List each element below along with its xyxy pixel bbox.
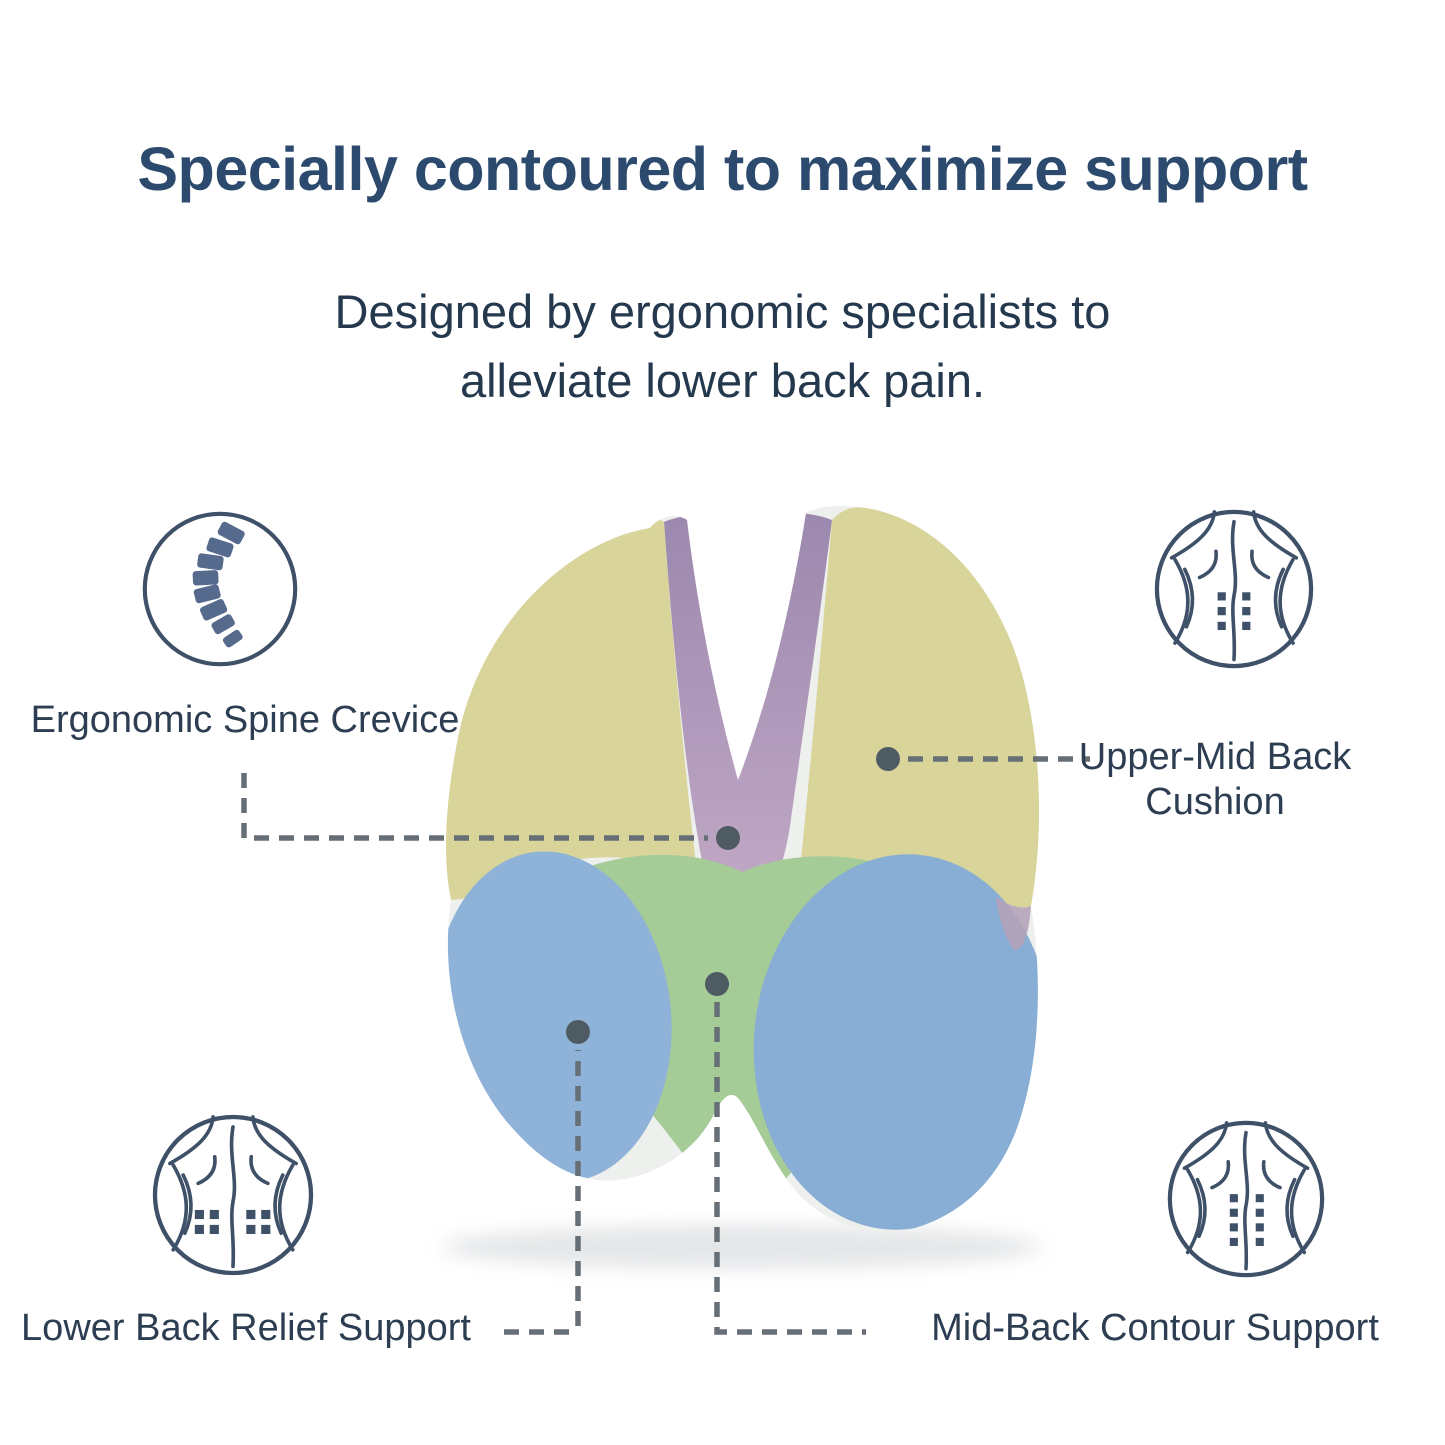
callout-label-upper-mid-back: Upper-Mid Back Cushion [1035, 735, 1395, 825]
marker-dot-upper-mid-back [876, 747, 900, 771]
leader-mid-back [714, 1002, 866, 1335]
subtitle-line-1: Designed by ergonomic specialists to [334, 285, 1111, 338]
zone-upper-mid-back-right [799, 507, 1040, 908]
callout-label-mid-back: Mid-Back Contour Support [931, 1307, 1379, 1349]
page-title: Specially contoured to maximize support [137, 135, 1308, 203]
leader-lower-back [504, 1050, 581, 1335]
upper-back-icon [1152, 507, 1316, 671]
zone-lower-back-left [445, 851, 672, 1183]
marker-dot-mid-back [705, 972, 729, 996]
callout-label-lower-back: Lower Back Relief Support [21, 1307, 471, 1349]
subtitle-line-2: alleviate lower back pain. [459, 353, 986, 407]
crevice-gap [687, 506, 806, 780]
callout-label-spine-crevice: Ergonomic Spine Crevice [30, 699, 460, 741]
zone-upper-mid-back-left [445, 520, 698, 900]
callout-label-upper-mid-line-1: Upper-Mid Back [1078, 736, 1352, 778]
leader-spine-crevice [241, 773, 708, 841]
zone-lower-back-right [753, 854, 1040, 1230]
page-subtitle: Designed by ergonomic specialists to all… [0, 278, 1445, 415]
marker-dot-spine-crevice [716, 826, 740, 850]
spine-icon [140, 509, 300, 669]
zone-crevice-right-waist [996, 897, 1031, 951]
mid-back-icon [1165, 1118, 1327, 1280]
callout-label-upper-mid-line-2: Cushion [1145, 780, 1285, 823]
pillow-shadow [442, 1225, 1042, 1269]
marker-dot-lower-back [566, 1020, 590, 1044]
lower-back-icon [150, 1112, 316, 1278]
